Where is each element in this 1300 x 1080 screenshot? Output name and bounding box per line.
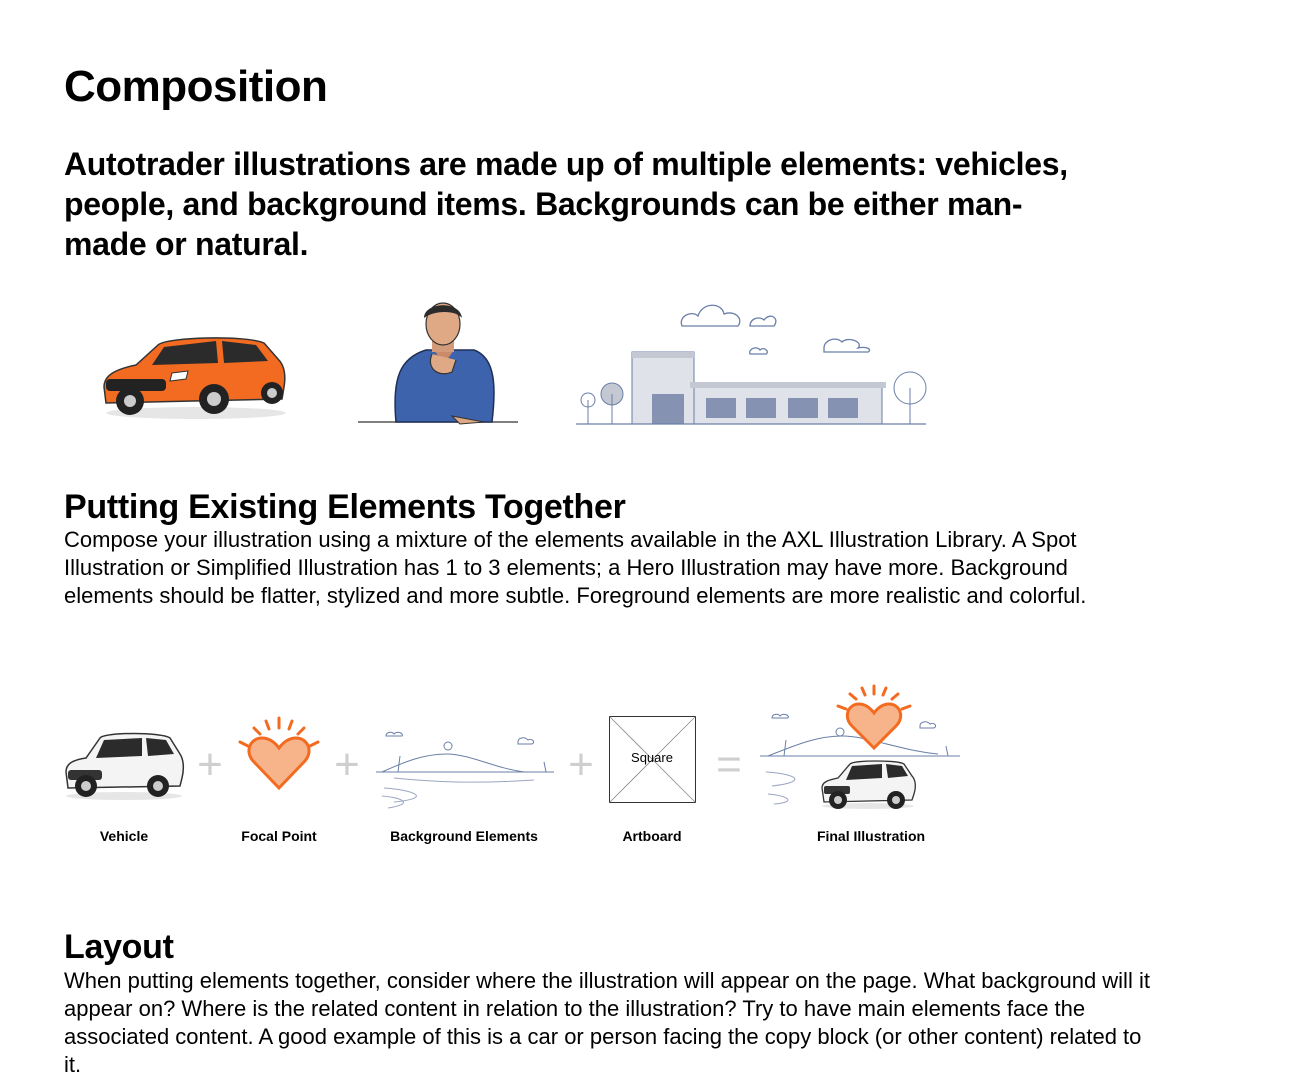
final-illustration-composite xyxy=(760,684,960,809)
square-artboard xyxy=(609,716,696,803)
orange-car-illustration xyxy=(103,337,286,419)
equals-operator: = xyxy=(716,740,742,789)
beach-background-elements-illustration xyxy=(376,731,554,809)
caption-artboard: Artboard xyxy=(622,828,682,844)
caption-background-elements: Background Elements xyxy=(390,828,538,844)
caption-vehicle: Vehicle xyxy=(99,828,149,844)
person-thinking-illustration xyxy=(358,302,518,425)
caption-focal-point: Focal Point xyxy=(241,828,317,844)
plus-operator: + xyxy=(568,740,594,789)
section-body-layout: When putting elements together, consider… xyxy=(64,968,1150,1077)
page-title: Composition xyxy=(64,62,328,111)
white-suv-icon xyxy=(65,732,185,800)
lead-paragraph: Autotrader illustrations are made up of … xyxy=(64,146,1068,262)
section-heading-layout: Layout xyxy=(64,928,174,966)
caption-final-illustration: Final Illustration xyxy=(816,828,926,844)
heart-focal-point-icon xyxy=(238,716,320,791)
section-body-existing-elements: Compose your illustration using a mixtur… xyxy=(64,527,1087,608)
artboard-label: Square xyxy=(631,750,673,765)
plus-operator: + xyxy=(334,740,360,789)
section-heading-existing-elements: Putting Existing Elements Together xyxy=(64,488,626,526)
plus-operator: + xyxy=(197,740,223,789)
dealership-background-illustration xyxy=(576,304,927,425)
